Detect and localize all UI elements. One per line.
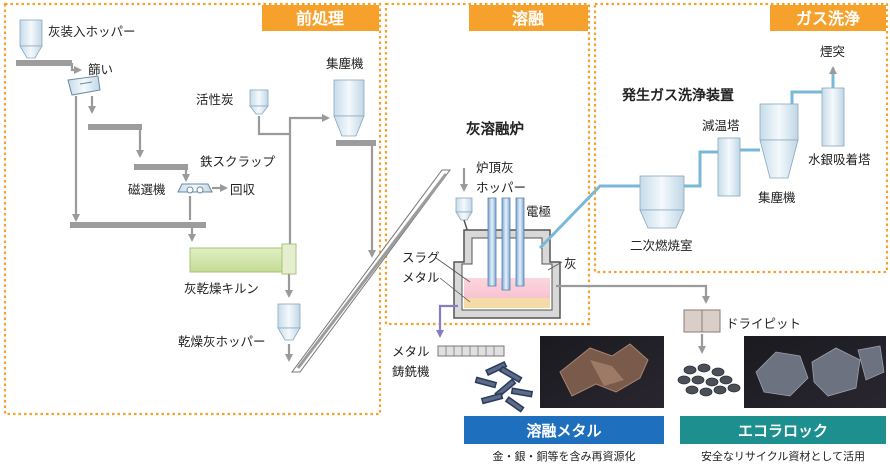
iron-scrap-label: 鉄スクラップ bbox=[200, 154, 276, 169]
gas-cleaning-device-label: 発生ガス洗浄装置 bbox=[621, 87, 734, 104]
metal-caster-label-1: メタル bbox=[392, 344, 430, 359]
gas-cleaning-tab bbox=[770, 5, 886, 31]
slag-out-line bbox=[556, 284, 710, 304]
conveyor-2 bbox=[88, 124, 142, 130]
sieve-label: 篩い bbox=[88, 62, 113, 77]
eco-rock-caption: 安全なリサイクル資材として活用 bbox=[701, 449, 865, 463]
kiln-exhaust-line bbox=[288, 114, 330, 244]
roof-ash-hopper bbox=[455, 197, 473, 221]
sieve-unit bbox=[67, 75, 101, 96]
ash-hopper-label: 灰装入ホッパー bbox=[48, 24, 136, 39]
metal-ingots-illustration bbox=[474, 360, 534, 413]
magnetic-separator-label: 磁選機 bbox=[128, 182, 166, 197]
dry-pit-label: ドライピット bbox=[726, 316, 801, 331]
activated-carbon-label: 活性炭 bbox=[196, 92, 234, 107]
secondary-combustion-chamber bbox=[639, 175, 685, 229]
cooling-tower-label: 減温塔 bbox=[702, 118, 740, 133]
metal-tap-line bbox=[436, 304, 458, 338]
electrodes bbox=[487, 197, 525, 291]
mercury-adsorber-label: 水銀吸着塔 bbox=[808, 152, 871, 167]
melting-tab bbox=[469, 5, 588, 31]
conveyor-4 bbox=[70, 222, 206, 228]
casting-machine-slots bbox=[445, 346, 495, 356]
gas-cleaning-frame bbox=[593, 2, 889, 274]
inclined-conveyor-line bbox=[296, 173, 448, 369]
stack-label: 煙突 bbox=[820, 44, 845, 59]
molten-metal-title: 溶融メタル bbox=[526, 422, 601, 440]
ash-leader bbox=[547, 261, 563, 271]
gas-cleaning-title: ガス洗浄 bbox=[796, 9, 860, 28]
pretreatment-tab bbox=[262, 5, 379, 31]
dry-pit bbox=[683, 309, 721, 333]
eco-rock-photo-shape bbox=[755, 345, 885, 397]
molten-metal-caption: 金・銀・銅等を含み再資源化 bbox=[493, 449, 636, 463]
melting-frame bbox=[384, 2, 591, 326]
eco-rock-band bbox=[680, 416, 886, 444]
metal-casting-machine bbox=[437, 345, 505, 357]
roof-ash-hopper-label-2: ホッパー bbox=[476, 180, 526, 195]
dried-ash-hopper bbox=[277, 303, 301, 341]
gas-duct-2 bbox=[684, 150, 718, 188]
slag-label: スラグ bbox=[402, 250, 440, 265]
metal-photo-shape bbox=[559, 343, 649, 397]
pretreatment-frame bbox=[3, 2, 382, 416]
dust-collector-left bbox=[333, 79, 376, 146]
furnace-title: 灰溶融炉 bbox=[466, 120, 524, 138]
metal-label: メタル bbox=[402, 270, 440, 285]
pretreatment-title: 前処理 bbox=[296, 9, 344, 28]
dried-ash-hopper-label: 乾燥灰ホッパー bbox=[178, 334, 266, 349]
conveyor-3 bbox=[134, 164, 188, 170]
activated-carbon-hopper bbox=[249, 89, 269, 115]
ash-charging-hopper bbox=[19, 19, 43, 59]
feed-conveyor bbox=[16, 60, 72, 66]
arrow-to-sieve bbox=[70, 63, 82, 74]
roof-ash-hopper-label-1: 炉頂灰 bbox=[476, 160, 514, 175]
kiln-end bbox=[281, 243, 297, 275]
secondary-combustion-label: 二次燃焼室 bbox=[630, 238, 693, 253]
gas-duct-1 bbox=[538, 184, 640, 250]
magnetic-separator bbox=[177, 183, 213, 194]
metal-leader bbox=[439, 277, 471, 303]
ash-dryer-kiln bbox=[189, 247, 283, 273]
ash-dryer-kiln-label: 灰乾燥キルン bbox=[184, 281, 259, 296]
molten-metal-band bbox=[464, 416, 664, 444]
melting-title: 溶融 bbox=[512, 9, 544, 28]
mercury-adsorption-tower bbox=[821, 87, 845, 147]
electrode-label: 電極 bbox=[526, 204, 551, 219]
slag-leader bbox=[435, 257, 471, 283]
recovery-label: 回収 bbox=[230, 182, 256, 197]
eco-rock-title: エコラロック bbox=[738, 422, 828, 440]
dust-collector-right-label: 集塵機 bbox=[758, 190, 796, 205]
dust-collector-left-label: 集塵機 bbox=[326, 56, 364, 71]
carbon-to-dust bbox=[257, 116, 290, 136]
gas-duct-4 bbox=[790, 90, 822, 104]
eco-rock-pebbles bbox=[677, 363, 741, 397]
ash-label: 灰 bbox=[564, 256, 577, 271]
dust-collector-right bbox=[759, 103, 799, 179]
metal-caster-label-2: 鋳銑機 bbox=[392, 364, 430, 379]
cooling-tower bbox=[717, 137, 741, 197]
